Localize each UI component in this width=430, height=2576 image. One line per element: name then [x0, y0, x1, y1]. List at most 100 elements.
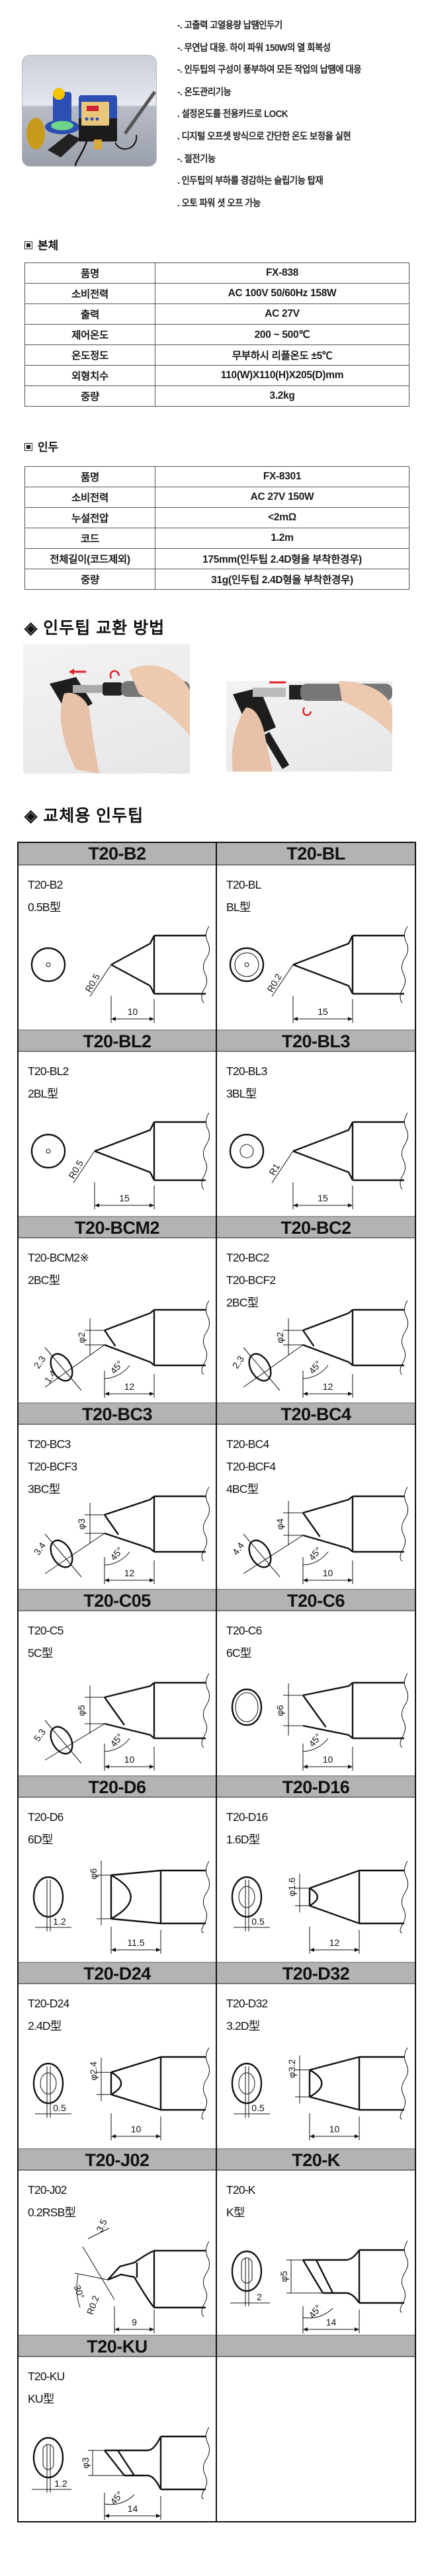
tip-model-line: 6D型 — [28, 1833, 53, 1846]
spec-row: 누설전압<2mΩ — [24, 507, 409, 528]
tip-card-body — [217, 2357, 415, 2521]
tip-knife — [302, 2249, 360, 2304]
tip-end-view — [234, 952, 259, 977]
dimension-label: 10 — [124, 1754, 135, 1765]
tip-shaft — [358, 2056, 404, 2111]
dimension-label: 45° — [108, 2489, 125, 2507]
iron-section-title-text: 인두 — [38, 441, 59, 454]
tip-model-line: 2.4D型 — [28, 2019, 62, 2033]
iron-section-title: 인두 — [24, 438, 58, 454]
dimension-label: 12 — [124, 1381, 135, 1392]
tip-removal-photo — [23, 644, 190, 774]
dimension-label: 15 — [318, 1193, 328, 1203]
feature-item: . 오토 파워 셧 오프 가능 — [177, 198, 261, 209]
angle-arc — [302, 1551, 329, 1566]
rotate-arrow-icon — [302, 707, 312, 716]
break-line — [201, 1112, 210, 1190]
dimension-label: 4.4 — [230, 1540, 246, 1556]
tip-drawing: R0.510 — [30, 926, 210, 1023]
dimension-line — [286, 2259, 323, 2294]
spec-value: FX-838 — [155, 262, 409, 284]
tip-end-view — [248, 1539, 272, 1568]
leader-line — [44, 1533, 105, 1578]
dimension-label: 5.3 — [32, 1726, 48, 1743]
tip-cone — [94, 1121, 155, 1181]
dimension-label: φ1.6 — [286, 1877, 297, 1896]
tip-drawing: 0.5φ1.612 — [231, 1861, 409, 1954]
spec-label: 온도정도 — [24, 344, 155, 366]
tip-chisel — [308, 2056, 360, 2111]
tip-chisel — [110, 2056, 161, 2111]
break-line — [201, 926, 210, 1004]
dimension-line — [97, 1861, 111, 1925]
tip-end-view — [231, 1688, 263, 1726]
spec-label: 중량 — [24, 569, 155, 590]
dimension-line — [283, 1501, 303, 1545]
tip-shaft — [153, 1681, 206, 1740]
spec-label: 누설전압 — [24, 507, 155, 528]
spec-value: 175mm(인두팁 2.4D형을 부착한경우) — [155, 548, 409, 569]
tip-shaft — [351, 1495, 404, 1553]
tip-model-line: T20-BC2 — [226, 1251, 269, 1264]
body-section-title-text: 본체 — [38, 239, 59, 252]
break-line — [201, 1486, 210, 1562]
dimension-label: 2.3 — [230, 1353, 246, 1370]
dimension-line — [295, 1873, 310, 1913]
tip-model-line: T20-BCF4 — [226, 1460, 276, 1473]
feature-item: -. 인두팁의 구성이 풍부하여 모든 작업의 납땜에 대응 — [177, 65, 362, 76]
empty-tip-card — [217, 2335, 415, 2521]
dimension-label: 10 — [131, 2124, 142, 2134]
dimension-line — [74, 2228, 115, 2308]
tip-model-line: 2BC型 — [226, 1296, 259, 1309]
dimension-label: 0.5 — [251, 2103, 265, 2113]
tip-card-title: T20-BC4 — [217, 1402, 415, 1425]
tip-model-line: 3BC型 — [28, 1482, 60, 1496]
tip-model-line: T20-D16 — [226, 1810, 268, 1824]
spec-label: 외형치수 — [24, 365, 155, 386]
leader-line — [243, 1533, 304, 1578]
dimension-label: φ5 — [279, 2271, 289, 2282]
feature-item: . 설정온도를 전용카드로 LOCK — [177, 109, 288, 120]
tip-bevel — [104, 1682, 155, 1739]
break-line — [400, 1861, 409, 1933]
rotate-arrow-icon — [109, 670, 120, 679]
dimension-label: φ3 — [80, 2457, 91, 2468]
tip-model-line: K型 — [226, 2206, 245, 2219]
tip-model-line: T20-B2 — [28, 878, 63, 891]
tip-shaft — [153, 1308, 206, 1367]
tip-card-title: T20-D24 — [19, 1962, 216, 1984]
dimension-line — [283, 1683, 303, 1736]
dimension-label: φ4 — [275, 1518, 285, 1529]
dimension-label: 45° — [306, 2303, 323, 2321]
tip-card-title: T20-BC2 — [217, 1216, 415, 1238]
tip-model-line: T20-BL3 — [226, 1065, 267, 1078]
dimension-label: 15 — [119, 1193, 130, 1203]
dimension-label: 1.4 — [42, 1368, 58, 1385]
dimension-line — [85, 1503, 105, 1543]
leader-line — [44, 1720, 105, 1764]
dimension-label: 14 — [128, 2503, 138, 2514]
leader-line — [271, 1150, 294, 1184]
tip-end-view — [244, 962, 249, 967]
